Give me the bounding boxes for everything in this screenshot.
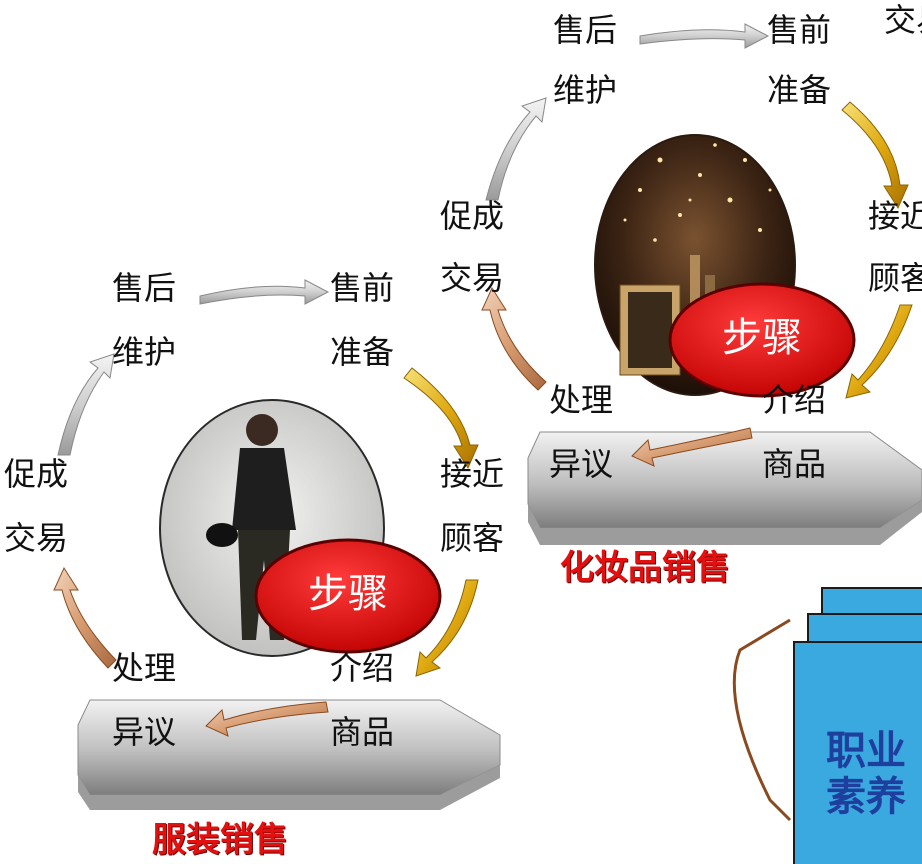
arrow-objection-to-close-1: [53, 566, 117, 669]
clothing-after-sales-line1: 售后: [112, 269, 177, 307]
cosmetics-intro-line2: 商品: [762, 445, 827, 483]
clothing-pre-sales-line2: 准备: [330, 333, 395, 371]
clothing-after-sales-line2: 维护: [112, 333, 177, 371]
clothing-step-badge: [254, 538, 442, 654]
cosmetics-approach-line2: 顾客: [868, 262, 922, 294]
cosmetics-step-badge-label: 步骤: [722, 315, 802, 361]
arrow-pre-to-approach-2: [841, 101, 909, 210]
cosmetics-step-badge: [668, 282, 856, 398]
book-label-line2: 素养: [826, 773, 906, 820]
arrow-intro-to-objection-2: [631, 427, 753, 467]
clothing-approach-line2: 顾客: [440, 519, 505, 557]
clothing-sales-title: 服装销售: [152, 820, 288, 860]
clothing-pre-sales-line1: 售前: [330, 269, 395, 307]
cosmetics-cycle: [481, 23, 922, 545]
arrow-approach-to-intro-2: [845, 304, 913, 399]
book-label: 职业 素养: [826, 728, 922, 820]
cosmetics-approach-line1: 接近: [868, 200, 922, 232]
clothing-objection-line2: 异议: [112, 713, 177, 751]
cosmetics-objection-line1: 处理: [549, 381, 614, 419]
clothing-objection-line1: 处理: [112, 649, 177, 687]
arrow-objection-to-close-2: [481, 286, 547, 391]
clothing-approach-line1: 接近: [440, 455, 505, 493]
book-label-line1: 职业: [826, 728, 906, 774]
cosmetics-after-sales-line1: 售后: [553, 11, 618, 49]
clothing-close-line1: 促成: [4, 455, 69, 493]
professional-quality-book: [732, 587, 922, 864]
cosmetics-close-line1: 促成: [440, 197, 505, 235]
clothing-close-line2: 交易: [4, 519, 69, 557]
clothing-intro-line2: 商品: [330, 713, 395, 751]
cosmetics-objection-line2: 异议: [549, 445, 614, 483]
clothing-intro-line1: 介绍: [330, 649, 395, 687]
arrow-after-to-pre-2: [639, 23, 770, 49]
arrow-pre-to-approach-1: [403, 367, 479, 470]
arrow-after-to-pre-1: [199, 279, 330, 305]
cosmetics-pre-sales-line1: 售前: [767, 11, 832, 49]
cosmetics-after-sales-line2: 维护: [553, 71, 618, 109]
clothing-cycle: [53, 279, 501, 810]
arrow-intro-to-objection-1: [205, 701, 329, 737]
sparkles: [623, 143, 772, 242]
book-outline: [732, 618, 792, 822]
cosmetics-pre-sales-line2: 准备: [767, 71, 832, 109]
arrow-close-to-after-1: [57, 353, 115, 456]
cosmetics-close-line2: 交易: [440, 259, 505, 297]
arrow-approach-to-intro-1: [415, 579, 479, 677]
clothing-step-badge-label: 步骤: [308, 571, 388, 617]
cosmetics-close-deal-cut: 交易: [884, 4, 922, 36]
cosmetics-intro-line1: 介绍: [762, 381, 827, 419]
cosmetics-sales-title: 化妆品销售: [560, 548, 730, 588]
arrow-close-to-after-2: [485, 97, 547, 201]
